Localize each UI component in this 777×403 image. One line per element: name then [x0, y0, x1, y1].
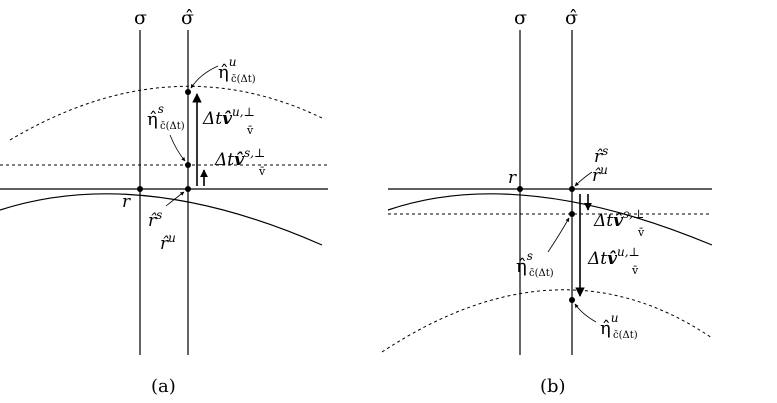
dt-vs-sub: v̄ [258, 165, 266, 178]
dt-vu-v: v̂ [607, 249, 618, 269]
sigma-label: σ [514, 7, 527, 29]
r-label: r [122, 192, 131, 212]
r-u-label: r̂u [160, 231, 176, 254]
eta-s-pointer [547, 217, 570, 253]
manifold-curve [0, 193, 323, 246]
r-s-sup: s [156, 208, 162, 222]
dt-vu-sub: v̄ [631, 264, 639, 277]
eta-u-base: η̂ [218, 62, 229, 83]
caption-a: (a) [151, 376, 176, 397]
r-point [137, 186, 143, 192]
r-s-base: r̂ [148, 211, 157, 231]
eta-u-sup: u [611, 311, 619, 325]
eta-s-point [185, 162, 191, 168]
dt-vs-label: Δtv̂s,⊥ v̄ [214, 146, 266, 178]
rhat-point [569, 186, 575, 192]
caption-b: (b) [540, 376, 566, 397]
r-s-sup: s [602, 144, 608, 158]
dt-vs-sub: v̄ [637, 226, 645, 239]
eta-u-label: η̂u c̄(Δt) [218, 55, 256, 85]
manifold-curve [387, 193, 713, 246]
eta-s-label: η̂s c̄(Δt) [147, 102, 185, 132]
eta-u-label: η̂u c̄(Δt) [600, 311, 638, 341]
dt-vs-label: Δtv̂s,⊥ v̄ [593, 207, 645, 239]
eta-s-sub: c̄(Δt) [160, 121, 185, 132]
eta-u-sub: c̄(Δt) [613, 330, 638, 341]
rhat-pointer [574, 171, 593, 187]
dt-vs-dt: Δt [593, 211, 613, 231]
dt-vu-v: v̂ [222, 109, 233, 129]
eta-u-sup: u [229, 55, 237, 69]
eta-u-pointer [190, 65, 219, 89]
r-s-label: r̂s [594, 144, 608, 167]
rhat-pointer [165, 191, 185, 207]
eta-u-pointer [574, 303, 597, 323]
eta-s-sup: s [158, 102, 164, 116]
dt-vu-label: Δtv̂u,⊥ v̄ [202, 105, 255, 137]
r-u-sup: u [168, 231, 176, 245]
dt-vs-v: v̂ [234, 150, 245, 170]
eta-s-label: η̂s c̄(Δt) [516, 249, 554, 279]
eta-s-point [569, 211, 575, 217]
lower-dashed-curve [381, 289, 713, 353]
eta-s-base: η̂ [147, 109, 158, 130]
sigma-label: σ [134, 7, 147, 29]
sigma-hat-label: σ̂ [565, 7, 578, 29]
dt-vs-v: v̂ [613, 211, 624, 231]
eta-s-pointer [169, 134, 186, 162]
eta-u-sub: c̄(Δt) [231, 74, 256, 85]
eta-s-sup: s [527, 249, 533, 263]
dt-vu-dt: Δt [587, 249, 607, 269]
r-u-base: r̂ [592, 166, 601, 186]
upper-dashed-curve [9, 85, 323, 141]
dt-vs-sup: s,⊥ [244, 146, 265, 160]
r-u-base: r̂ [160, 234, 169, 254]
dt-vs-dt: Δt [214, 150, 234, 170]
r-u-label: r̂u [592, 163, 608, 186]
r-u-sup: u [600, 163, 608, 177]
sigma-hat-label: σ̂ [181, 7, 194, 29]
eta-s-sub: c̄(Δt) [529, 268, 554, 279]
dt-vu-sup: u,⊥ [232, 105, 255, 119]
r-s-label: r̂s [148, 208, 162, 231]
eta-u-point [185, 89, 191, 95]
dt-vu-sub: v̄ [246, 124, 254, 137]
rhat-point [185, 186, 191, 192]
eta-s-base: η̂ [516, 256, 527, 277]
eta-u-base: η̂ [600, 318, 611, 339]
dt-vu-label: Δtv̂u,⊥ v̄ [587, 245, 640, 277]
dt-vu-sup: u,⊥ [617, 245, 640, 259]
eta-u-point [569, 297, 575, 303]
dt-vu-dt: Δt [202, 109, 222, 129]
r-point [517, 186, 523, 192]
r-label: r [508, 168, 517, 188]
r-s-base: r̂ [594, 147, 603, 167]
dt-vs-sup: s,⊥ [623, 207, 644, 221]
